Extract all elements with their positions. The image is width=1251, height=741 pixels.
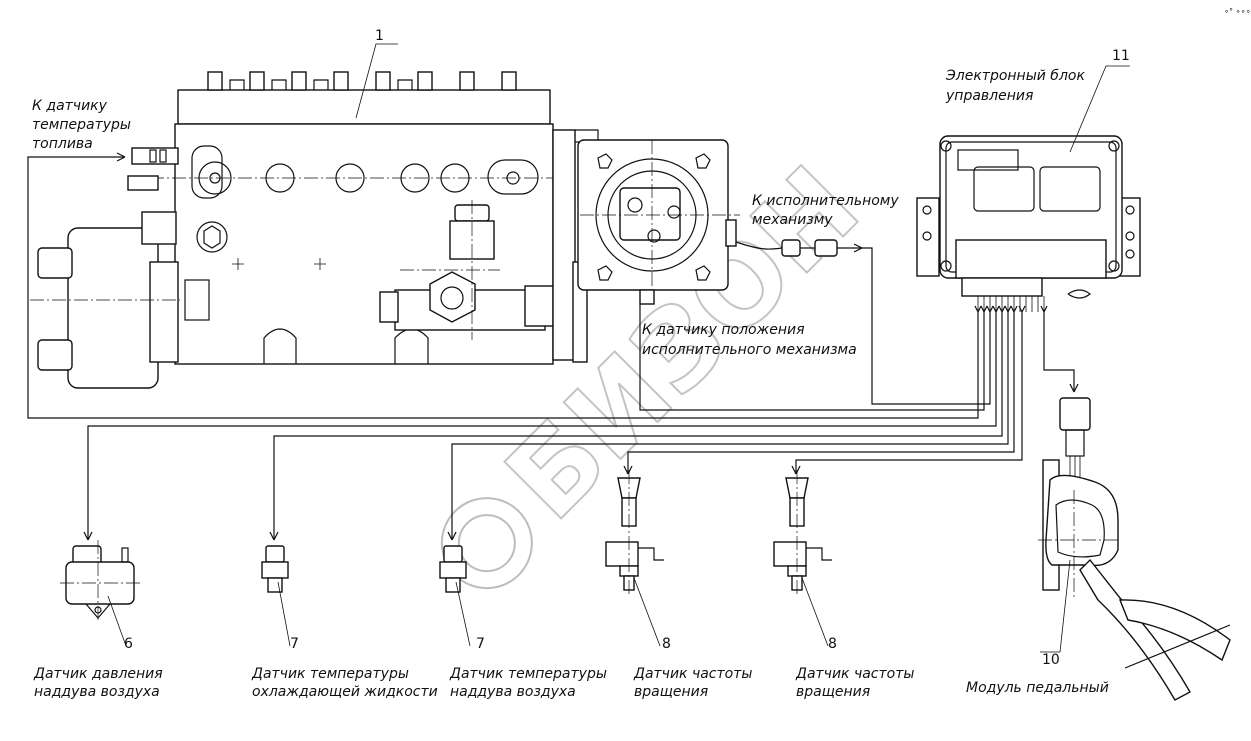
label-fuel-temp-2: температуры [32,117,131,133]
pump-top-plate [177,89,551,125]
label-boost-pressure-1: Датчик давления [33,666,163,682]
pedal-module [1038,397,1231,701]
label-boost-pressure-2: наддува воздуха [34,684,160,700]
callout-pedal: 10 [1042,652,1060,668]
label-ecu-2: управления [945,88,1033,104]
coolant-temp-sensor [261,545,289,593]
label-speed-1-2: вращения [634,684,708,700]
label-coolant-temp-2: охлаждающей жидкости [252,684,438,700]
callout-ecu: 11 [1112,48,1130,64]
pump-hex-plug [196,221,228,253]
label-speed-1-1: Датчик частоты [633,666,752,682]
label-fuel-temp-1: К датчику [32,98,108,114]
ecu [916,135,1141,312]
callout-boost-pressure: 6 [124,636,133,652]
injection-pump [30,71,863,389]
leader-lines [107,43,1130,653]
air-temp-sensor [439,545,467,593]
speed-sensor-2 [773,470,832,595]
label-speed-2-2: вращения [796,684,870,700]
governor-housing [30,227,210,389]
label-fuel-temp-3: топлива [32,136,93,152]
callout-speed-1: 8 [662,636,671,652]
callout-pump: 1 [375,28,384,44]
actuator-housing [577,139,740,305]
callout-speed-2: 8 [828,636,837,652]
label-actuator-pos-1: К датчику положения [642,322,805,338]
callout-air-temp: 7 [476,636,485,652]
label-actuator-2: механизму [752,212,833,228]
pump-top-fittings [207,71,517,91]
pump-ports [191,145,539,199]
speed-sensor-1 [605,470,664,595]
boost-pressure-sensor [60,540,140,620]
actuator-cable-connector [735,239,863,257]
label-actuator-1: К исполнительному [752,193,899,209]
pump-central-valve [379,200,554,340]
label-actuator-pos-2: исполнительного механизма [642,342,857,358]
label-coolant-temp-1: Датчик температуры [251,666,409,682]
callout-coolant-temp: 7 [290,636,299,652]
label-pedal: Модуль педальный [966,680,1109,696]
label-air-temp-2: наддува воздуха [450,684,576,700]
corner-mark: ∘° ∘∘∘ [1224,7,1251,16]
label-ecu-1: Электронный блок [945,68,1085,84]
label-speed-2-1: Датчик частоты [795,666,914,682]
label-air-temp-1: Датчик температуры [449,666,607,682]
fuel-inlet-fitting [127,147,179,245]
wiring-harness [27,152,1079,541]
